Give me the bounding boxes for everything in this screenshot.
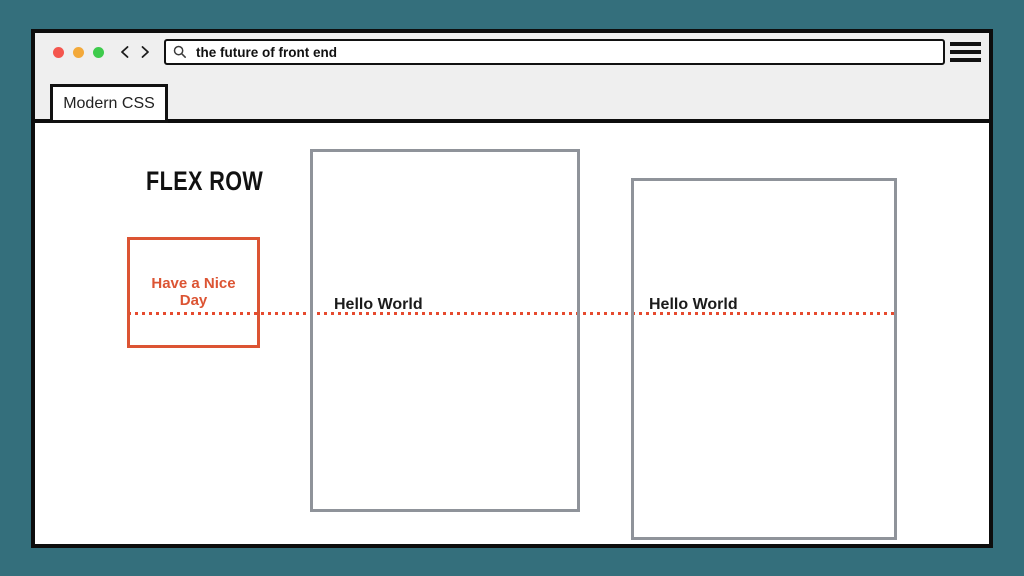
search-icon xyxy=(173,45,186,58)
flex-item-orange-label: Have a Nice Day xyxy=(151,275,236,309)
page-content: FLEX ROW Have a Nice Day Hello World Hel… xyxy=(35,123,989,544)
close-window-button[interactable] xyxy=(53,46,64,58)
flex-item-gray-2: Hello World xyxy=(631,178,897,540)
minimize-window-button[interactable] xyxy=(73,46,84,58)
browser-controls-row xyxy=(53,39,981,65)
search-bar[interactable] xyxy=(164,39,945,65)
flex-item-gray-1-label: Hello World xyxy=(334,296,423,313)
nav-buttons xyxy=(120,45,150,59)
hamburger-bar xyxy=(950,42,981,46)
flex-item-gray-2-label: Hello World xyxy=(649,296,738,313)
hamburger-menu-icon[interactable] xyxy=(950,42,981,62)
traffic-lights xyxy=(53,46,104,58)
forward-button chevron-right-icon[interactable] xyxy=(140,45,150,59)
page-title: FLEX ROW xyxy=(146,166,264,196)
flex-item-gray-1: Hello World xyxy=(310,149,580,512)
hamburger-bar xyxy=(950,58,981,62)
back-button chevron-left-icon[interactable] xyxy=(120,45,130,59)
tab-modern-css[interactable]: Modern CSS xyxy=(50,84,168,123)
baseline-dotted-line xyxy=(128,312,896,315)
search-input[interactable] xyxy=(194,43,898,61)
flex-item-orange: Have a Nice Day xyxy=(127,237,260,348)
browser-topbar: Modern CSS xyxy=(35,33,989,123)
tab-label: Modern CSS xyxy=(63,94,155,112)
hamburger-bar xyxy=(950,50,981,54)
maximize-window-button[interactable] xyxy=(93,46,104,58)
browser-window: Modern CSS FLEX ROW Have a Nice Day Hell… xyxy=(31,29,993,548)
